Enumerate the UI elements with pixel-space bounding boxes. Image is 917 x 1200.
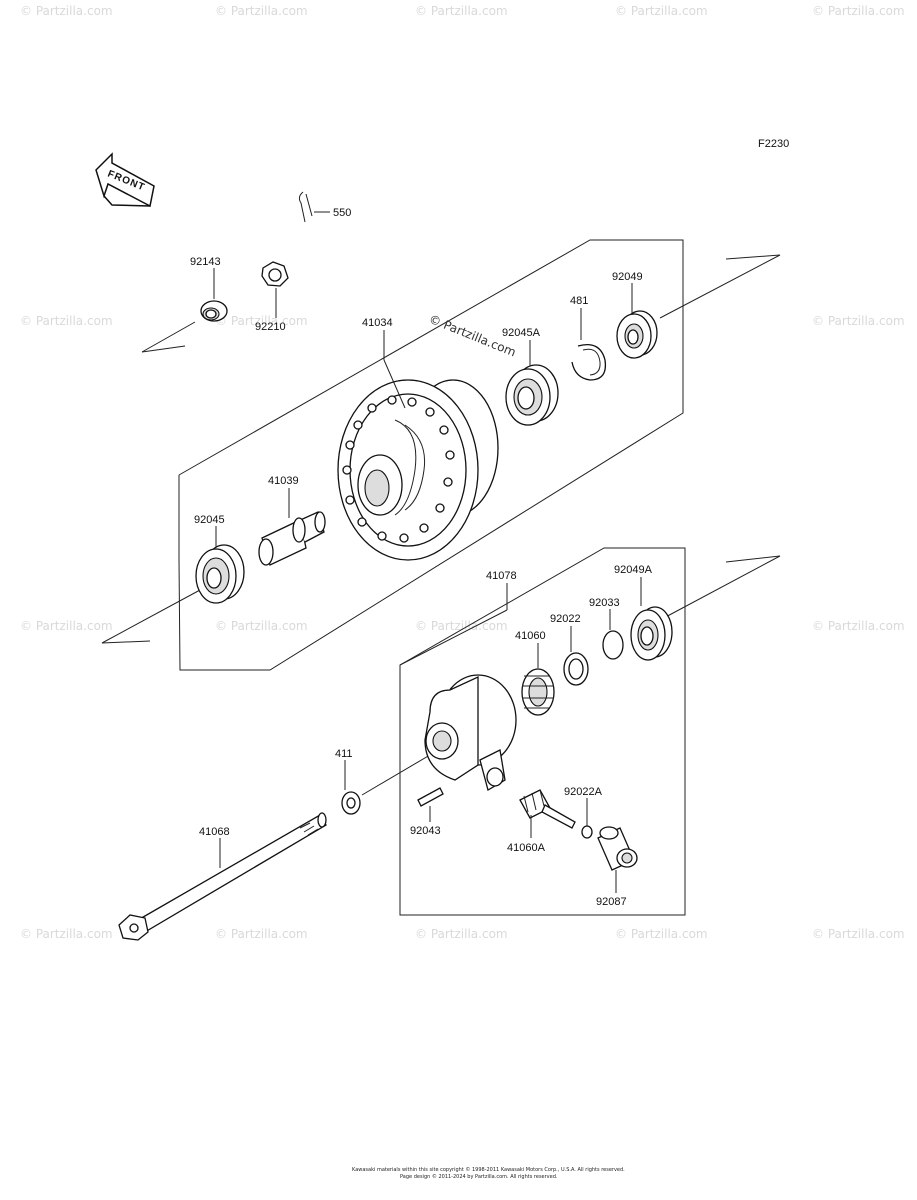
part-label-92022A: 92022A bbox=[564, 786, 603, 798]
copyright-line-2: Page design © 2011-2024 by Partzilla.com… bbox=[400, 1173, 558, 1180]
gear-housing-41078 bbox=[424, 674, 517, 791]
part-label-92033: 92033 bbox=[589, 597, 620, 609]
part-label-92049: 92049 bbox=[612, 271, 643, 283]
figure-code: F2230 bbox=[758, 138, 789, 150]
watermark: © Partzilla.com bbox=[20, 4, 113, 18]
part-label-92210: 92210 bbox=[255, 321, 286, 333]
oil-seal-92049 bbox=[616, 310, 658, 359]
part-label-92049A: 92049A bbox=[614, 564, 653, 576]
watermark: © Partzilla.com bbox=[812, 927, 905, 941]
part-label-41060A: 41060A bbox=[507, 842, 546, 854]
part-label-92143: 92143 bbox=[190, 256, 221, 268]
watermark: © Partzilla.com bbox=[415, 927, 508, 941]
part-label-92043: 92043 bbox=[410, 825, 441, 837]
collar-411 bbox=[341, 791, 361, 815]
part-label-92045A: 92045A bbox=[502, 327, 541, 339]
bushing-92087 bbox=[597, 826, 638, 871]
bearing-92045 bbox=[195, 544, 245, 604]
part-label-41039: 41039 bbox=[268, 475, 299, 487]
collar-92143 bbox=[200, 300, 228, 322]
front-arrow-icon: FRONT bbox=[95, 152, 155, 208]
part-label-41060: 41060 bbox=[515, 630, 546, 642]
watermark-layer: © Partzilla.com © Partzilla.com © Partzi… bbox=[20, 4, 905, 941]
pinion-gear-41060A bbox=[519, 789, 576, 829]
watermark: © Partzilla.com bbox=[215, 314, 308, 328]
part-label-92087: 92087 bbox=[596, 896, 627, 908]
watermark: © Partzilla.com bbox=[415, 4, 508, 18]
retaining-ring-92033 bbox=[602, 630, 624, 660]
cotter-pin-550 bbox=[298, 191, 330, 223]
watermark: © Partzilla.com bbox=[215, 927, 308, 941]
watermark: © Partzilla.com bbox=[20, 619, 113, 633]
part-label-41078: 41078 bbox=[486, 570, 517, 582]
part-label-411: 411 bbox=[335, 748, 353, 760]
circlip-481 bbox=[571, 343, 607, 381]
part-label-92045: 92045 bbox=[194, 514, 225, 526]
oil-seal-92049A bbox=[630, 606, 673, 661]
speedometer-gear-assembly bbox=[118, 547, 781, 941]
watermark: © Partzilla.com bbox=[20, 314, 113, 328]
washer-92022 bbox=[563, 652, 589, 686]
watermark: © Partzilla.com bbox=[615, 4, 708, 18]
part-label-41068: 41068 bbox=[199, 826, 230, 838]
axle-41068 bbox=[118, 812, 327, 941]
watermark: © Partzilla.com bbox=[812, 314, 905, 328]
pin-92043 bbox=[417, 787, 444, 807]
watermark: © Partzilla.com bbox=[215, 619, 308, 633]
watermark: © Partzilla.com bbox=[215, 4, 308, 18]
part-labels: 550 92143 92210 41034 92045A 481 92049 4… bbox=[190, 207, 653, 908]
part-label-92022: 92022 bbox=[550, 613, 581, 625]
upper-hub-assembly bbox=[101, 191, 781, 671]
gear-41060 bbox=[521, 668, 555, 716]
part-label-41034: 41034 bbox=[362, 317, 393, 329]
bearing-92045A bbox=[505, 364, 559, 426]
watermark: © Partzilla.com bbox=[20, 927, 113, 941]
watermark: © Partzilla.com bbox=[812, 619, 905, 633]
washer-92022A bbox=[581, 825, 593, 839]
watermark: © Partzilla.com bbox=[812, 4, 905, 18]
hub-41034 bbox=[337, 379, 499, 561]
castle-nut-92210 bbox=[261, 261, 289, 287]
spacer-41039 bbox=[258, 511, 326, 566]
part-label-481: 481 bbox=[570, 295, 588, 307]
watermark: © Partzilla.com bbox=[615, 927, 708, 941]
watermark: © Partzilla.com bbox=[415, 619, 508, 633]
copyright-line-1: Kawasaki materials within this site copy… bbox=[352, 1166, 625, 1173]
part-label-550: 550 bbox=[333, 207, 351, 219]
